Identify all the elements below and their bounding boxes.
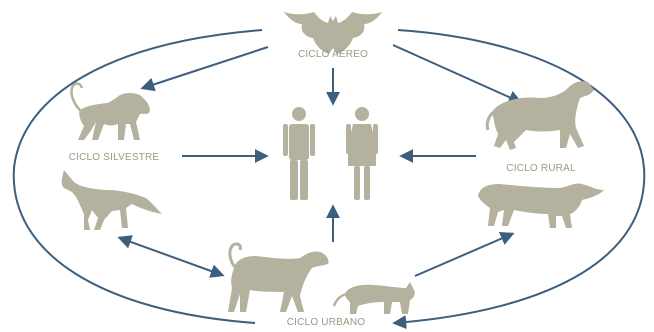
left-loop-line <box>12 29 263 324</box>
label-ciclo-rural: CICLO RURAL <box>506 163 576 174</box>
label-ciclo-urbano: CICLO URBANO <box>266 317 386 328</box>
fox-icon <box>61 170 162 230</box>
arrow-urbano-to-rural <box>414 232 515 277</box>
cow-icon <box>478 183 604 228</box>
man-icon <box>283 107 315 200</box>
monkey-icon <box>70 82 150 140</box>
arrow-silvestre-urbano <box>117 235 225 278</box>
arrows <box>117 44 523 278</box>
label-ciclo-aereo: CICLO AÉREO <box>298 49 368 60</box>
right-loop-line <box>392 29 646 330</box>
arrow-aereo-to-rural <box>392 44 523 104</box>
horse-icon <box>485 81 594 150</box>
dog-icon <box>228 242 329 312</box>
woman-icon <box>346 107 378 200</box>
bat-icon <box>284 12 382 54</box>
arrow-aereo-to-silvestre <box>140 46 269 92</box>
outer-cycle-loop <box>12 29 646 330</box>
label-ciclo-silvestre: CICLO SILVESTRE <box>68 152 160 163</box>
cat-icon <box>332 282 415 314</box>
